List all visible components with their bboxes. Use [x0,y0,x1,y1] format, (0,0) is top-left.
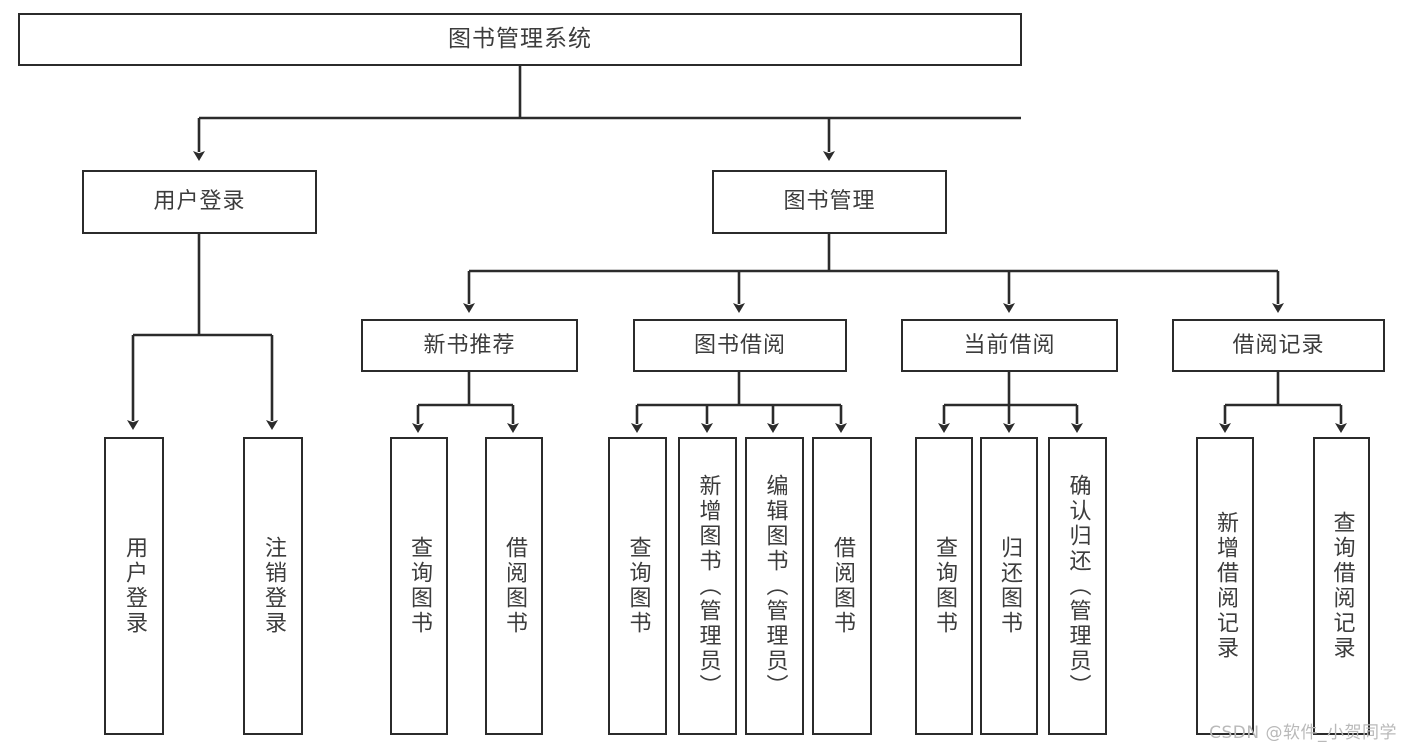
node-label: 编辑图书（管理员） [762,473,788,699]
leaf-query-borrow-record[interactable]: 查询借阅记录 [1313,437,1370,735]
node-label: 借阅图书 [830,536,855,636]
leaf-edit-book-admin[interactable]: 编辑图书（管理员） [745,437,804,735]
node-label: 图书管理系统 [448,25,592,52]
node-label: 借阅记录 [1232,332,1325,358]
leaf-add-borrow-record[interactable]: 新增借阅记录 [1196,437,1254,735]
leaf-add-book-admin[interactable]: 新增图书（管理员） [678,437,737,735]
leaf-borrow-book-1[interactable]: 借阅图书 [485,437,543,735]
node-book-borrow[interactable]: 图书借阅 [633,319,847,372]
node-label: 归还图书 [997,536,1022,636]
node-root-system[interactable]: 图书管理系统 [18,13,1022,66]
node-label: 图书借阅 [693,332,786,358]
node-book-management[interactable]: 图书管理 [712,170,947,234]
node-label: 用户登录 [153,189,246,215]
node-new-book-recommend[interactable]: 新书推荐 [361,319,578,372]
node-label: 新增图书（管理员） [695,473,721,699]
node-label: 注销登录 [261,536,286,636]
node-label: 图书管理 [783,189,876,215]
node-label: 查询图书 [407,536,432,636]
node-label: 确认归还（管理员） [1065,473,1091,699]
csdn-watermark: CSDN @软件_小贺同学 [1209,723,1397,743]
leaf-confirm-return-admin[interactable]: 确认归还（管理员） [1048,437,1107,735]
node-label: 新书推荐 [423,332,516,358]
leaf-query-book-2[interactable]: 查询图书 [608,437,667,735]
node-label: 借阅图书 [502,536,527,636]
node-label: 查询借阅记录 [1329,511,1355,661]
node-label: 查询图书 [625,536,651,636]
node-borrow-record[interactable]: 借阅记录 [1172,319,1385,372]
node-label: 新增借阅记录 [1213,511,1238,661]
node-current-borrow[interactable]: 当前借阅 [901,319,1118,372]
leaf-query-book-1[interactable]: 查询图书 [390,437,448,735]
leaf-user-login[interactable]: 用户登录 [104,437,164,735]
node-label: 用户登录 [122,536,147,636]
leaf-logout[interactable]: 注销登录 [243,437,303,735]
node-user-login[interactable]: 用户登录 [82,170,317,234]
leaf-return-book[interactable]: 归还图书 [980,437,1038,735]
node-label: 查询图书 [932,536,957,636]
leaf-borrow-book-2[interactable]: 借阅图书 [812,437,872,735]
node-label: 当前借阅 [963,332,1056,358]
leaf-query-book-3[interactable]: 查询图书 [915,437,973,735]
